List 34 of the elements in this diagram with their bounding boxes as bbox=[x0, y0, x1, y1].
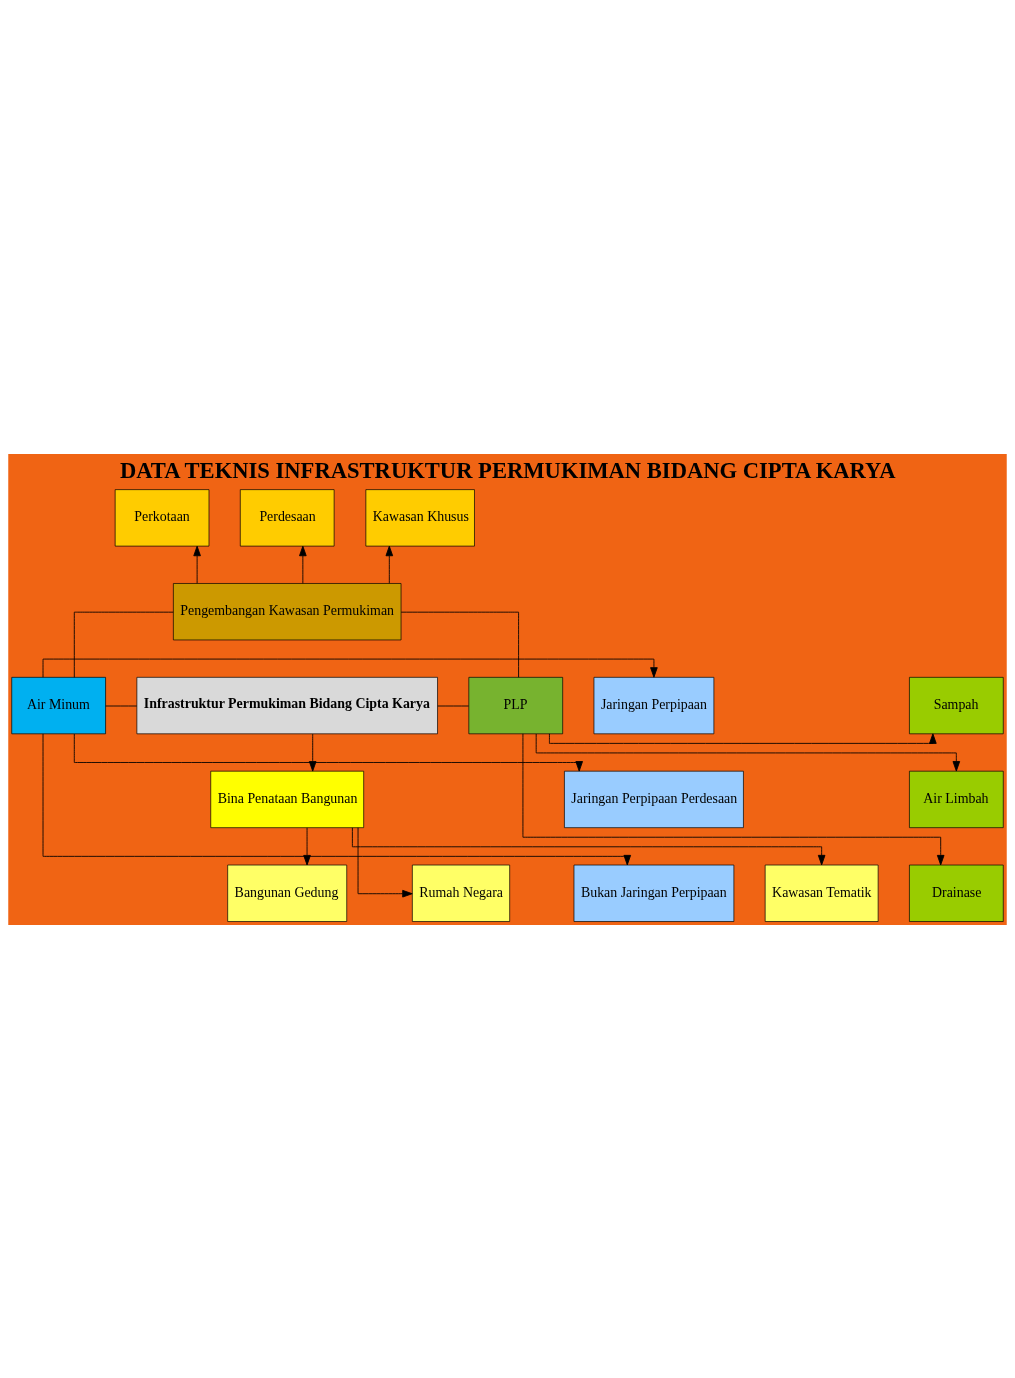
connector bbox=[105, 705, 138, 706]
node-box: Bangunan Gedung bbox=[227, 864, 348, 922]
arrow bbox=[303, 826, 311, 865]
node-box: Kawasan Khusus bbox=[365, 488, 475, 546]
arrow bbox=[549, 732, 937, 744]
connector bbox=[400, 611, 519, 678]
connector bbox=[73, 611, 174, 678]
diagram-title: DATA TEKNIS INFRASTRUKTUR PERMUKIMAN BIDANG CIPTA KARYA bbox=[119, 457, 896, 483]
node-box: PLP bbox=[468, 676, 564, 734]
node-box: Kawasan Tematik bbox=[764, 864, 879, 922]
arrow bbox=[193, 545, 201, 584]
node-box: Bukan Jaringan Perpipaan bbox=[573, 864, 735, 922]
connector bbox=[437, 705, 470, 706]
arrow bbox=[308, 733, 317, 772]
node-box: Rumah Negara bbox=[412, 864, 511, 922]
node-box: Air Limbah bbox=[909, 770, 1004, 828]
node-box: Drainase bbox=[909, 864, 1004, 922]
arrow bbox=[522, 732, 945, 865]
arrow bbox=[351, 826, 826, 865]
node-box: Infrastruktur Permukiman Bidang Cipta Karya bbox=[136, 676, 438, 734]
node-box: Jaringan Perpipaan bbox=[593, 676, 715, 734]
node-box: Air Minum bbox=[11, 676, 106, 734]
arrow bbox=[535, 733, 961, 771]
node-box: Perkotaan bbox=[114, 488, 210, 546]
node-box: Perdesaan bbox=[239, 488, 335, 546]
node-box: Pengembangan Kawasan Permukiman bbox=[173, 582, 402, 640]
node-box: Jaringan Perpipaan Perdesaan bbox=[564, 770, 744, 828]
arrow bbox=[42, 733, 632, 865]
node-box: Bina Penataan Bangunan bbox=[210, 770, 365, 828]
arrow bbox=[73, 733, 583, 771]
arrow bbox=[357, 826, 413, 897]
node-box: Sampah bbox=[909, 676, 1004, 734]
arrow bbox=[385, 545, 394, 584]
arrow bbox=[299, 545, 307, 584]
